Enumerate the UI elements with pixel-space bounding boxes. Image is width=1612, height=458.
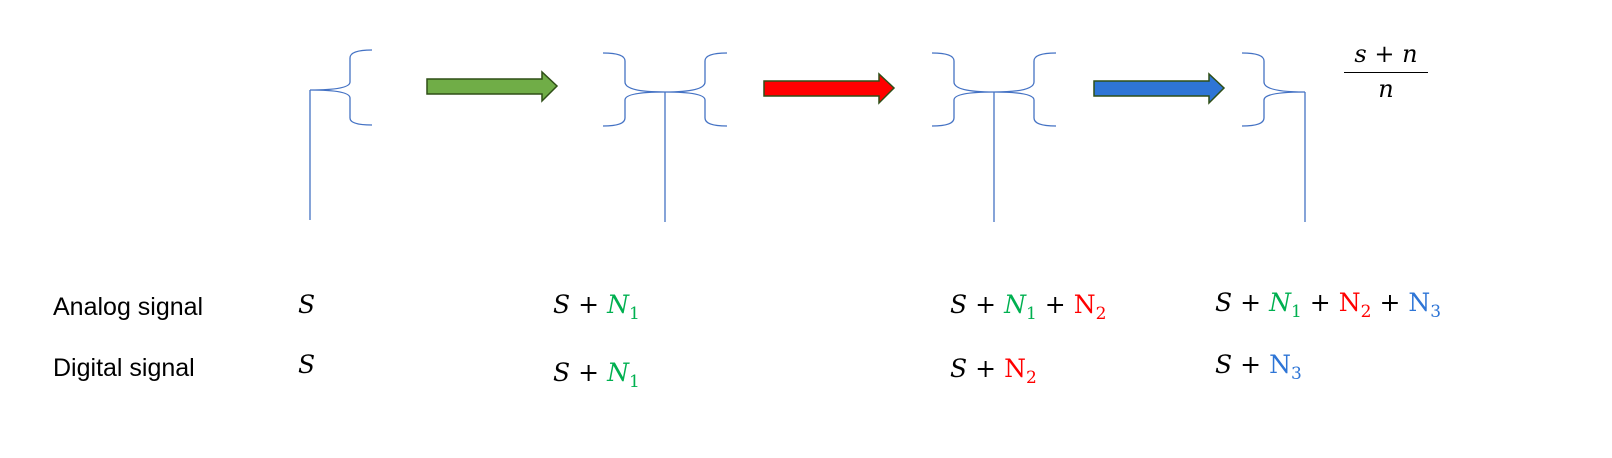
fraction-numerator: s + n xyxy=(1344,40,1428,73)
stage3-brace-right xyxy=(993,52,1057,127)
green-arrow xyxy=(426,70,559,103)
analog-stage1-expr: S xyxy=(298,290,316,319)
digital-stage4-expr: S+N3 xyxy=(1215,350,1302,384)
blue-arrow xyxy=(1093,72,1226,105)
red-arrow xyxy=(763,72,896,105)
digital-stage3-expr: S+N2 xyxy=(950,354,1037,388)
stage1-brace xyxy=(309,49,373,126)
analog-stage3-expr: S+N1+N2 xyxy=(950,290,1107,324)
stage3-brace-left xyxy=(931,52,995,127)
fraction-denominator: n xyxy=(1378,75,1394,103)
digital-stage1-expr: S xyxy=(298,350,316,379)
row-label-analog: Analog signal xyxy=(53,293,204,321)
stage2-brace-right xyxy=(664,52,728,127)
snr-fraction: s + n n xyxy=(1344,40,1428,103)
analog-stage2-expr: S+N1 xyxy=(553,290,640,324)
stage4-brace xyxy=(1241,52,1306,127)
digital-stage2-expr: S+N1 xyxy=(553,358,640,392)
analog-stage4-expr: S+N1+N2+N3 xyxy=(1215,288,1442,322)
stage2-brace-left xyxy=(602,52,666,127)
row-label-digital: Digital signal xyxy=(53,354,195,382)
